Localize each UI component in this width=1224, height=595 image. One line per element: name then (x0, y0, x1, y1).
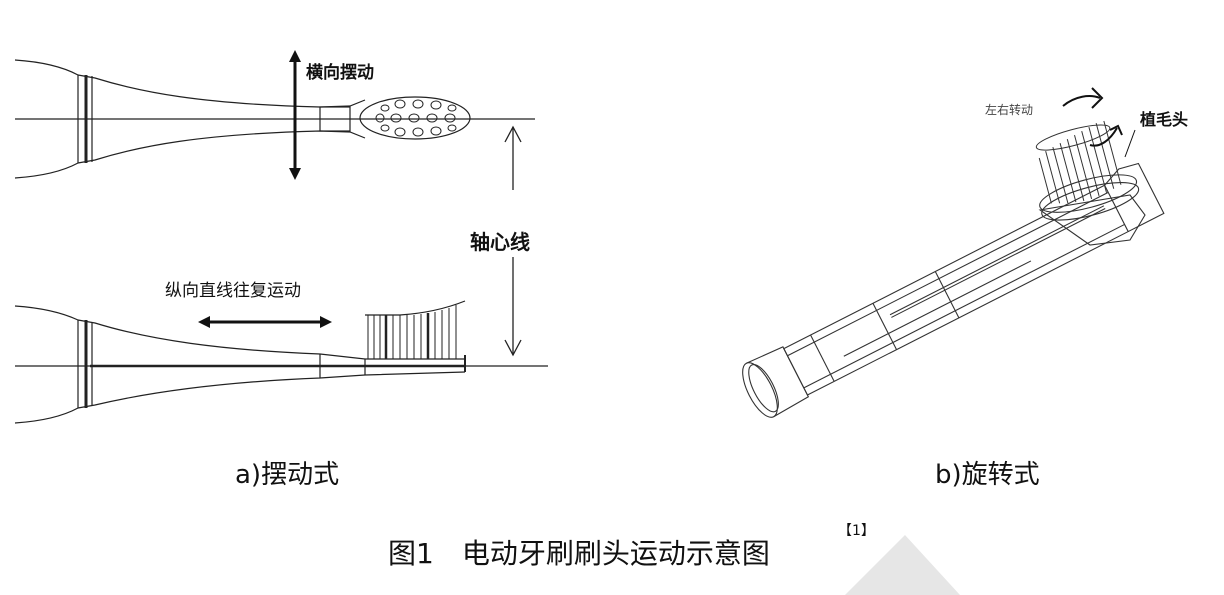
oscillating-brush-top-view (14, 59, 535, 179)
rotary-brush-drawing (742, 120, 1165, 418)
reference-superscript: 【1】 (838, 523, 875, 539)
oscillating-brush-side-view (14, 300, 548, 424)
axis-line-label: 轴心线 (470, 230, 530, 254)
watermark-shape (845, 535, 960, 595)
figure-title: 图1 电动牙刷刷头运动示意图 (388, 537, 770, 570)
rotation-arrows (1062, 87, 1136, 158)
longitudinal-motion-arrow (198, 316, 332, 328)
caption-a: a)摆动式 (235, 460, 340, 490)
bristle-head-label: 植毛头 (1140, 110, 1189, 129)
lateral-swing-arrow (289, 50, 301, 180)
caption-b: b)旋转式 (935, 460, 1040, 490)
rotation-label: 左右转动 (985, 103, 1034, 117)
axis-arrows (504, 125, 522, 357)
longitudinal-motion-label: 纵向直线往复运动 (165, 281, 301, 301)
lateral-swing-label: 横向摆动 (306, 63, 374, 83)
